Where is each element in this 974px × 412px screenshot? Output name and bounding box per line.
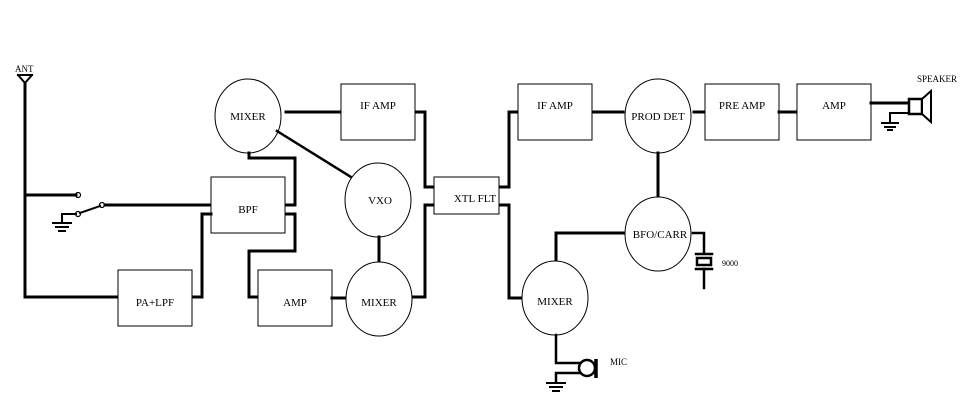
- speaker-icon: [907, 88, 932, 125]
- pre-amp-label: PRE AMP: [719, 100, 765, 112]
- ground-icon: [881, 122, 899, 131]
- bfo-carr-block: [624, 196, 692, 272]
- mic-label: MIC: [610, 357, 627, 367]
- prod-det-label: PROD DET: [631, 111, 685, 123]
- bpf-block: [210, 176, 286, 234]
- bpf-label: BPF: [238, 204, 258, 216]
- wire-mixer-to-bpf: [247, 151, 297, 207]
- speaker-label: SPEAKER: [917, 74, 957, 84]
- vxo-label: VXO: [368, 195, 392, 207]
- antenna-label: ANT: [15, 64, 34, 74]
- bfo-carr-label: BFO/CARR: [633, 229, 688, 241]
- wire-bpf-to-amp: [247, 212, 297, 299]
- if-amp-2-block: [517, 83, 593, 141]
- pre-amp-block: [704, 83, 780, 141]
- wire-bfo-to-crystal: [691, 231, 706, 255]
- wire-mic-ground: [554, 371, 582, 384]
- xtl-flt-label: XTL FLT: [454, 193, 497, 205]
- if-amp-1-label: IF AMP: [360, 100, 396, 112]
- wire-ant-to-pa: [23, 81, 120, 299]
- crystal-icon: [694, 252, 714, 290]
- wire-bpf-to-pa: [191, 212, 213, 299]
- mixer-rx-label: MIXER: [361, 297, 397, 309]
- ground-icon: [52, 222, 72, 232]
- mixer-mic-label: MIXER: [537, 296, 573, 308]
- pa-lpf-label: PA+LPF: [136, 297, 174, 309]
- amp-tx-block: [257, 269, 333, 327]
- amp-tx-label: AMP: [283, 297, 307, 309]
- amp-audio-label: AMP: [822, 100, 846, 112]
- wire-xtl-to-mixer-mic: [498, 203, 523, 300]
- wire-speaker-ground: [889, 112, 910, 123]
- wire-mixer-to-vxo: [275, 129, 353, 179]
- wire-mixer-to-xtl: [411, 203, 436, 299]
- pa-lpf-block: [117, 269, 193, 327]
- wire-mixer-to-mic: [554, 333, 582, 365]
- wire-bfo-to-mixer-mic: [554, 231, 625, 262]
- if-amp-1-block: [340, 83, 416, 141]
- amp-audio-block: [796, 83, 872, 141]
- mixer-tx-label: MIXER: [230, 111, 266, 123]
- xtl-flt-block: [433, 176, 500, 215]
- ground-icon: [546, 382, 566, 392]
- wire-xtl-to-ifamp2: [498, 110, 520, 189]
- mixer-rx-block: [345, 261, 413, 337]
- if-amp-2-label: IF AMP: [537, 100, 573, 112]
- wire-ifamp1-to-xtl: [414, 110, 436, 189]
- crystal-freq-label: 9000: [722, 259, 738, 268]
- microphone-icon: [577, 358, 598, 378]
- tr-switch-icon: [61, 191, 212, 223]
